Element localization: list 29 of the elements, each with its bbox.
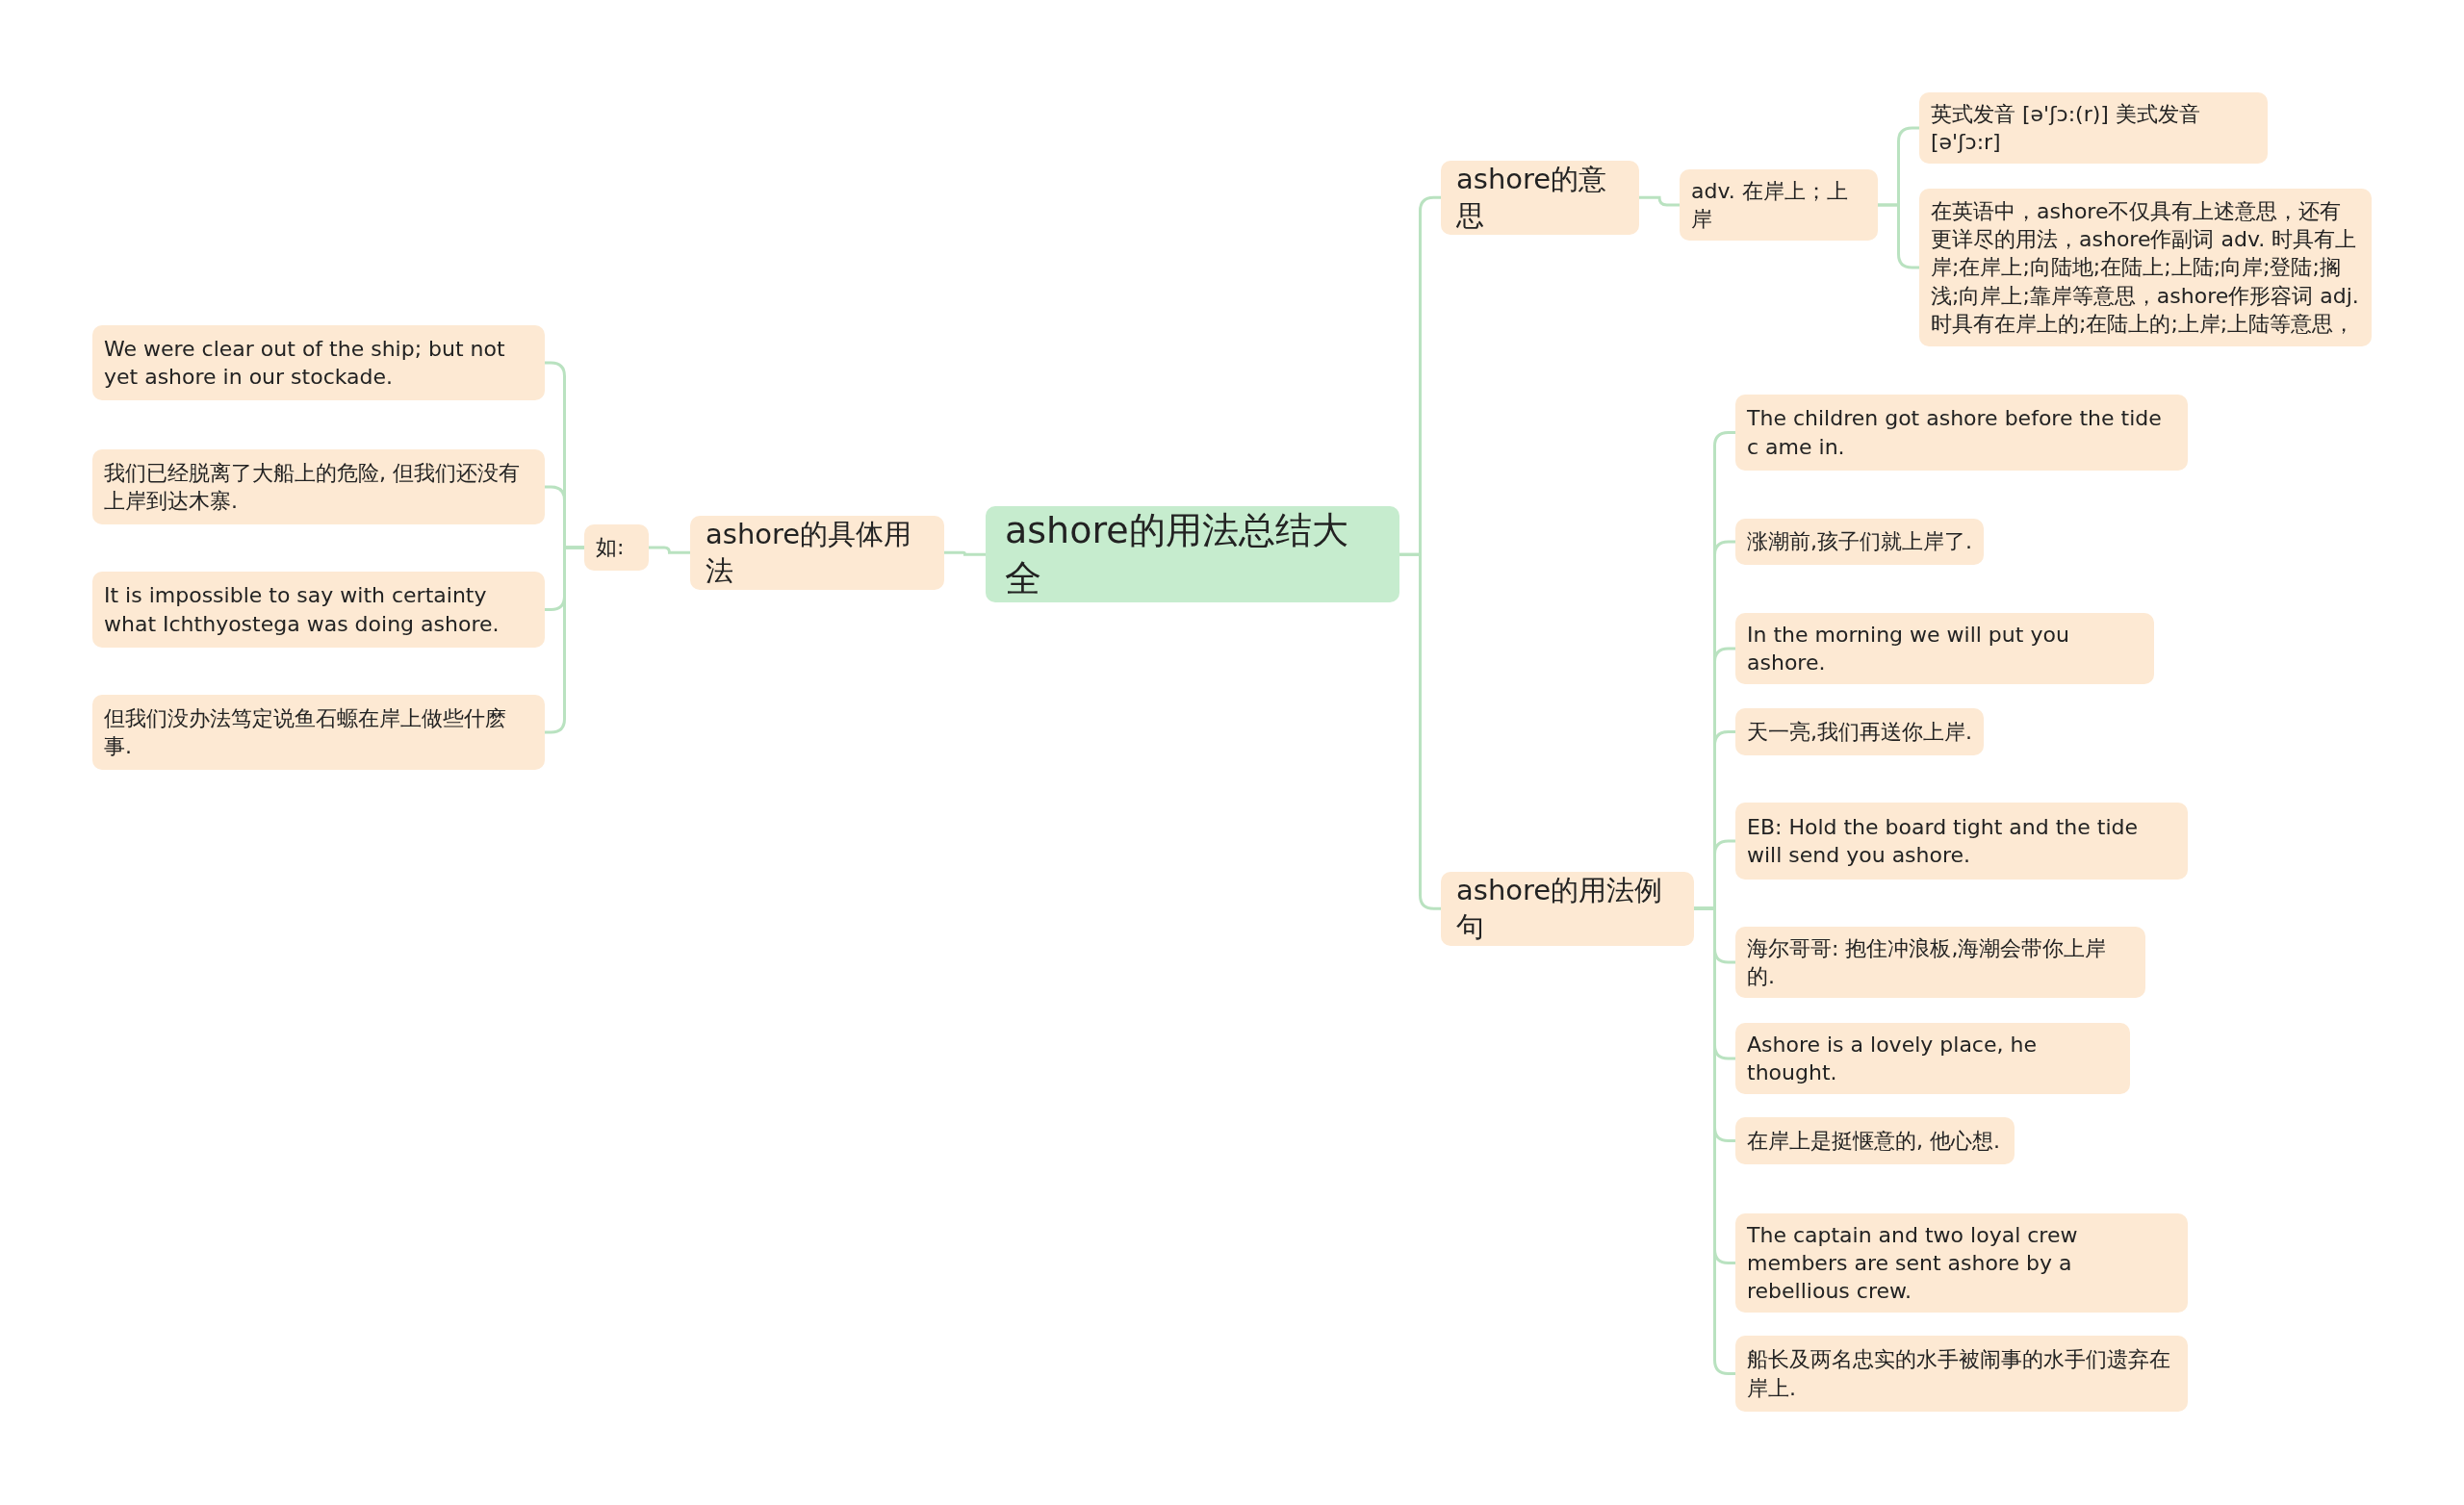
connector-line bbox=[1399, 552, 1441, 910]
text-box: 船长及两名忠实的水手被闹事的水手们遗弃在岸上. bbox=[1735, 1336, 2188, 1412]
text-box: adv. 在岸上；上岸 bbox=[1680, 169, 1878, 242]
connector-line bbox=[1639, 195, 1680, 207]
text-box: 但我们没办法笃定说鱼石螈在岸上做些什麽事. bbox=[92, 695, 545, 770]
text-box: We were clear out of the ship; but not yet ashore in our stockade. bbox=[92, 325, 545, 400]
connector-line bbox=[649, 546, 690, 554]
text-box: In the morning we will put you ashore. bbox=[1735, 613, 2154, 685]
topic-box: ashore的具体用法 bbox=[690, 516, 944, 590]
text-box: 天一亮,我们再送你上岸. bbox=[1735, 708, 1984, 755]
text-box: It is impossible to say with certainty what Ichthyostega was doing ashore. bbox=[92, 572, 545, 648]
text-box: 在岸上是挺惬意的, 他心想. bbox=[1735, 1117, 2015, 1164]
text-box: 涨潮前,孩子们就上岸了. bbox=[1735, 519, 1984, 565]
connector-line bbox=[1878, 203, 1919, 269]
text-box: Ashore is a lovely place, he thought. bbox=[1735, 1023, 2130, 1095]
topic-box: ashore的用法例句 bbox=[1441, 872, 1694, 946]
text-box: 如: bbox=[584, 524, 649, 571]
text-box: The children got ashore before the tide c ame in. bbox=[1735, 395, 2188, 471]
central-topic-box: ashore的用法总结大全 bbox=[986, 506, 1399, 603]
connector-line bbox=[944, 550, 986, 556]
topic-box: ashore的意思 bbox=[1441, 161, 1639, 235]
text-box: EB: Hold the board tight and the tide will send you ashore. bbox=[1735, 803, 2188, 880]
text-box: 在英语中，ashore不仅具有上述意思，还有更详尽的用法，ashore作副词 adv. 时具有上岸;在岸上;向陆地;在陆上;上陆;向岸;登陆;搁浅;向岸上;靠岸等意思，ashore作形容词 adj. 时具有在岸上的;在陆上的;上岸;上陆等意思， bbox=[1919, 189, 2372, 346]
connector-line bbox=[545, 546, 584, 734]
text-box: 英式发音 [ə'ʃɔ:(r)] 美式发音 [ə'ʃɔ:r] bbox=[1919, 92, 2268, 165]
text-box: 海尔哥哥: 抱住冲浪板,海潮会带你上岸的. bbox=[1735, 927, 2145, 999]
text-box: 我们已经脱离了大船上的危险, 但我们还没有上岸到达木寨. bbox=[92, 449, 545, 524]
connector-line bbox=[1694, 906, 1735, 1375]
text-box: The captain and two loyal crew members are sent ashore by a rebellious crew. bbox=[1735, 1213, 2188, 1314]
